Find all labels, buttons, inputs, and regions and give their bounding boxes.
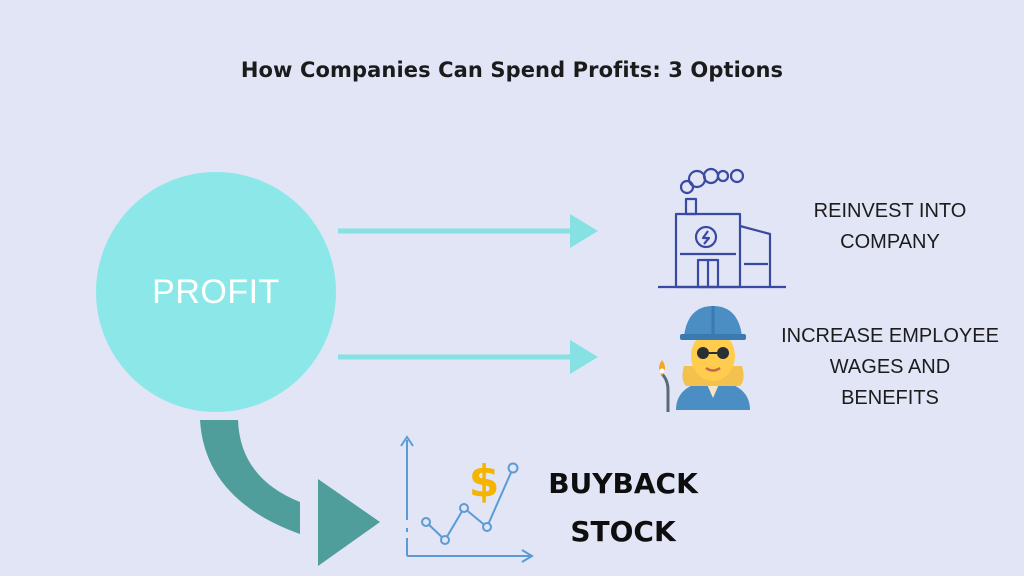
dollar-sign-icon: $ [469, 456, 500, 507]
stock-chart-icon: $ [400, 435, 534, 563]
profit-label: PROFIT [152, 272, 280, 311]
wages-line-3: BENEFITS [841, 387, 939, 409]
buyback-line-2: STOCK [570, 515, 676, 548]
diagram-title: How Companies Can Spend Profits: 3 Optio… [240, 58, 784, 82]
reinvest-line-1: REINVEST INTO [813, 200, 967, 222]
arrow-to-buyback [200, 420, 380, 566]
wages-line-1: INCREASE EMPLOYEE [781, 325, 999, 347]
arrow-to-wages [338, 340, 598, 374]
arrow-to-reinvest [338, 214, 598, 248]
wages-line-2: WAGES AND [829, 356, 951, 378]
buyback-label: BUYBACK STOCK [523, 460, 723, 556]
factory-icon [658, 167, 786, 289]
profit-circle: PROFIT [96, 172, 336, 412]
worker-icon [659, 306, 750, 412]
reinvest-label: REINVEST INTO COMPANY [790, 196, 990, 258]
buyback-line-1: BUYBACK [548, 467, 698, 500]
reinvest-line-2: COMPANY [840, 231, 940, 253]
wages-label: INCREASE EMPLOYEE WAGES AND BENEFITS [765, 321, 1015, 414]
